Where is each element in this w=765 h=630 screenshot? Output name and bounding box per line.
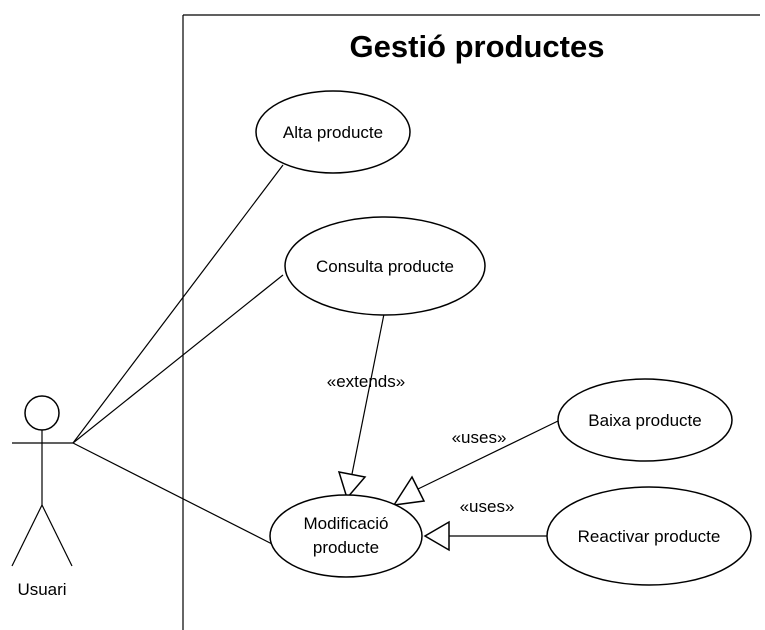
use-case-alta[interactable]: Alta producte xyxy=(255,90,411,174)
uses-line-baixa xyxy=(417,420,559,490)
use-case-baixa-label: Baixa producte xyxy=(588,411,701,430)
use-case-modificacio-ellipse[interactable] xyxy=(269,494,423,578)
uses-relationship-baixa: «uses» xyxy=(392,420,559,506)
uses-relationship-reactivar: «uses» xyxy=(423,497,548,552)
use-case-modificacio[interactable]: Modificació producte xyxy=(269,494,423,578)
actor-left-leg xyxy=(11,504,43,567)
uses-arrowhead-baixa xyxy=(392,475,426,506)
use-case-alta-label: Alta producte xyxy=(283,123,383,142)
uses-label-reactivar: «uses» xyxy=(460,497,515,516)
use-case-reactivar-label: Reactivar producte xyxy=(578,527,721,546)
use-case-consulta-ellipse[interactable] xyxy=(284,216,486,316)
use-case-consulta[interactable]: Consulta producte xyxy=(284,216,486,316)
extends-relationship: «extends» xyxy=(327,313,405,500)
association-alta xyxy=(72,164,284,444)
system-title: Gestió productes xyxy=(350,29,605,64)
use-case-reactivar-ellipse[interactable] xyxy=(546,486,752,586)
extends-line xyxy=(351,313,385,475)
use-case-baixa[interactable]: Baixa producte xyxy=(557,378,733,462)
association-modificacio xyxy=(72,442,275,546)
use-case-reactivar[interactable]: Reactivar producte xyxy=(546,486,752,586)
use-case-consulta-label: Consulta producte xyxy=(316,257,454,276)
extends-label: «extends» xyxy=(327,372,405,391)
actor-label: Usuari xyxy=(17,580,66,599)
use-case-modificacio-label-line1: Modificació xyxy=(303,514,388,533)
uses-label-baixa: «uses» xyxy=(452,428,507,447)
associations xyxy=(72,164,284,546)
actor-usuari[interactable]: Usuari xyxy=(11,395,73,599)
extends-arrowhead xyxy=(337,471,367,500)
uses-arrowhead-reactivar xyxy=(423,520,450,552)
use-case-alta-ellipse[interactable] xyxy=(255,90,411,174)
use-case-baixa-ellipse[interactable] xyxy=(557,378,733,462)
association-consulta xyxy=(72,274,284,444)
actor-right-leg xyxy=(41,504,73,567)
system-boundary: Gestió productes xyxy=(182,14,760,630)
use-case-modificacio-label-line2: producte xyxy=(313,538,379,557)
actor-head xyxy=(24,395,60,431)
